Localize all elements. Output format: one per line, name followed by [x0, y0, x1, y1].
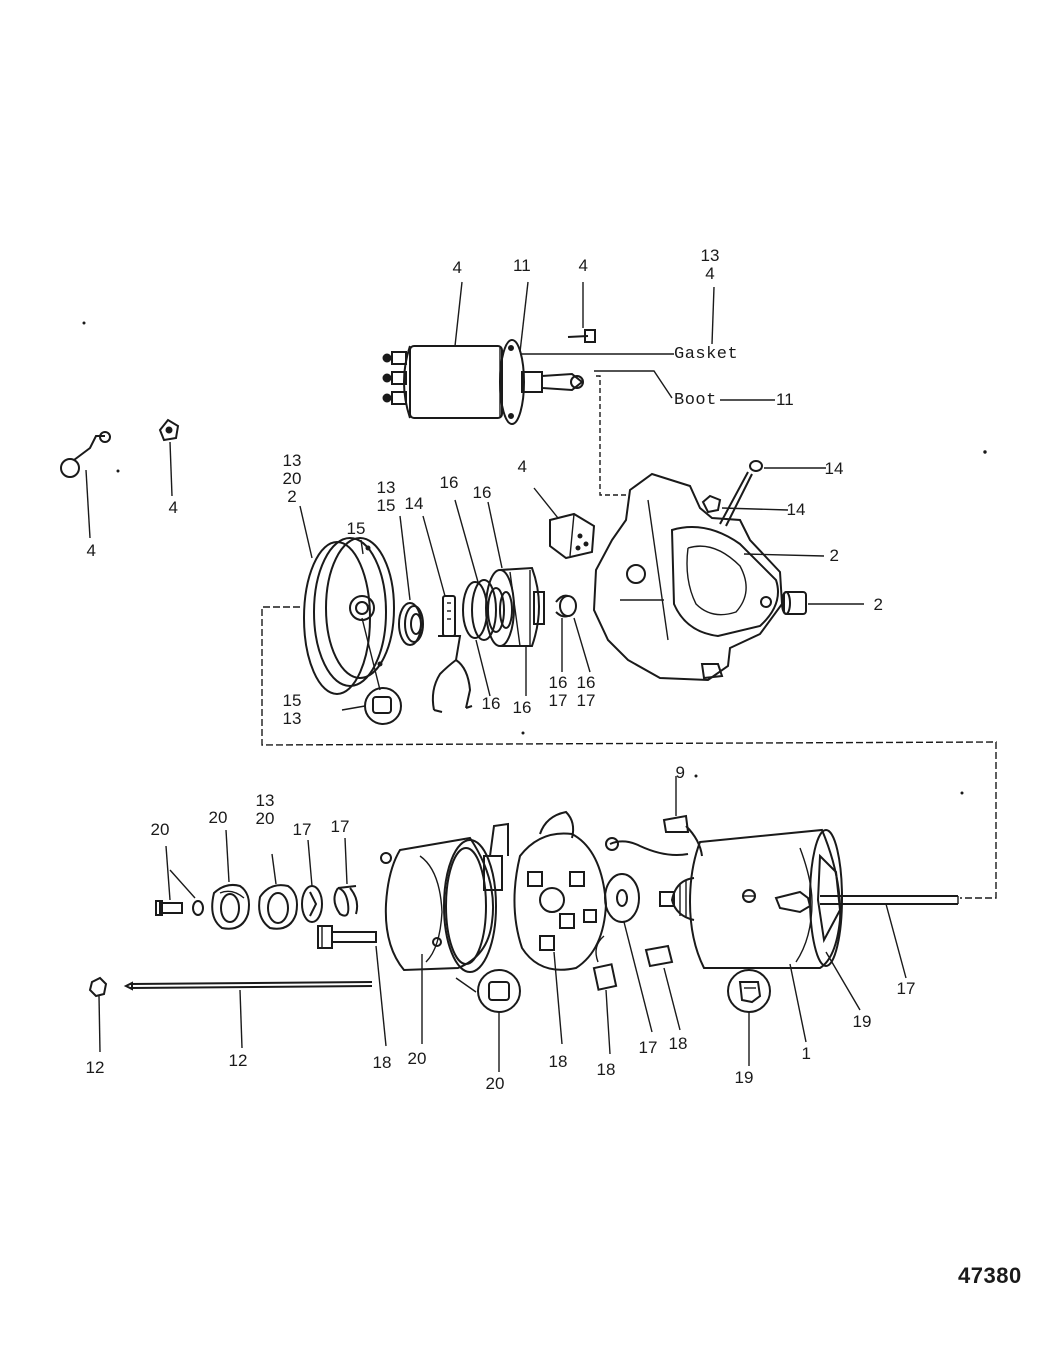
ref-label: 1 — [801, 1044, 811, 1063]
armature-shaft — [659, 877, 695, 921]
brush — [592, 935, 618, 991]
ref-label: 16 — [472, 483, 492, 502]
ref-label: 17 — [896, 979, 916, 998]
ref-label: 11 — [776, 390, 794, 409]
end-frame-screw — [317, 925, 377, 949]
ref-label: 4 — [168, 498, 178, 517]
ref-label: 11 — [513, 256, 531, 275]
ref-label: 18 — [548, 1052, 568, 1071]
gasket-ring — [258, 884, 298, 930]
solenoid-screw — [567, 329, 596, 343]
figure-number: 47380 — [958, 1263, 1022, 1288]
through-bolt — [123, 981, 373, 991]
ref-label: 17 — [292, 820, 312, 839]
housing-nut — [701, 494, 722, 514]
spare-brush — [644, 944, 674, 968]
ref-label: 14 — [824, 459, 844, 478]
ref-label: 13 20 — [255, 791, 275, 828]
lock-washer — [333, 885, 359, 917]
ref-label: 4 — [517, 457, 527, 476]
ref-label: 9 — [675, 763, 685, 782]
ref-label: 2 — [829, 546, 839, 565]
ref-label: 15 13 — [282, 691, 302, 728]
ref-label: 18 — [372, 1053, 392, 1072]
gasket-callout: Gasket — [674, 345, 739, 364]
ref-label: 4 — [578, 256, 588, 275]
terminal-nut — [158, 418, 180, 442]
insulator-washer — [604, 873, 640, 923]
ref-label: 16 — [512, 698, 532, 717]
ref-label: 19 — [734, 1068, 754, 1087]
ref-label: 4 — [452, 258, 462, 277]
ref-label: 16 17 — [548, 673, 568, 710]
field-lead — [483, 810, 575, 891]
washer — [398, 602, 424, 646]
end-plate — [303, 537, 395, 695]
solenoid-terminals — [382, 351, 407, 405]
ref-label: 18 — [668, 1034, 688, 1053]
ref-label: 13 4 — [700, 246, 720, 283]
ref-label: 17 — [638, 1038, 658, 1057]
spacer-washer — [301, 885, 323, 923]
ref-label: 20 — [150, 820, 170, 839]
gasket-plate — [211, 883, 250, 930]
ref-label: 20 — [407, 1049, 427, 1068]
ref-label: 16 — [439, 473, 459, 492]
terminal-bracket — [60, 431, 111, 478]
field-frame — [688, 828, 843, 969]
ref-label: 4 — [86, 541, 96, 560]
commutator-end-frame — [380, 836, 497, 973]
frame-insulator — [774, 890, 812, 914]
ref-label: 13 15 — [376, 478, 396, 515]
ref-label: 17 — [330, 817, 350, 836]
housing-bushing — [781, 591, 807, 615]
brush-holder — [513, 832, 608, 971]
field-screw — [727, 969, 771, 1013]
ref-label: 20 — [485, 1074, 505, 1093]
ref-label: 12 — [228, 1051, 248, 1070]
ref-label: 13 20 2 — [282, 451, 302, 506]
ref-label: 15 — [346, 519, 366, 538]
ref-label: 14 — [404, 494, 424, 513]
overrunning-clutch — [485, 566, 545, 647]
ref-label: 2 — [873, 595, 883, 614]
ref-label: 16 17 — [576, 673, 596, 710]
through-bolt-nut — [88, 976, 108, 998]
ref-label: 20 — [208, 808, 228, 827]
solenoid — [403, 339, 584, 425]
shift-lever — [431, 595, 473, 713]
ref-label: 14 — [786, 500, 806, 519]
ref-label: 19 — [852, 1012, 872, 1031]
end-frame-bushing — [455, 969, 521, 1013]
power-lead — [820, 895, 959, 905]
field-terminal — [605, 814, 703, 857]
housing-bolt — [719, 460, 763, 527]
ref-label: 18 — [596, 1060, 616, 1079]
retainer-ring — [555, 594, 577, 618]
cap-screw — [155, 900, 204, 916]
thrust-collar — [549, 512, 596, 560]
drive-housing — [592, 472, 784, 682]
ref-label: 16 — [481, 694, 501, 713]
ref-label: 12 — [85, 1058, 105, 1077]
boot-callout: Boot — [674, 391, 717, 410]
bushing — [341, 617, 402, 725]
